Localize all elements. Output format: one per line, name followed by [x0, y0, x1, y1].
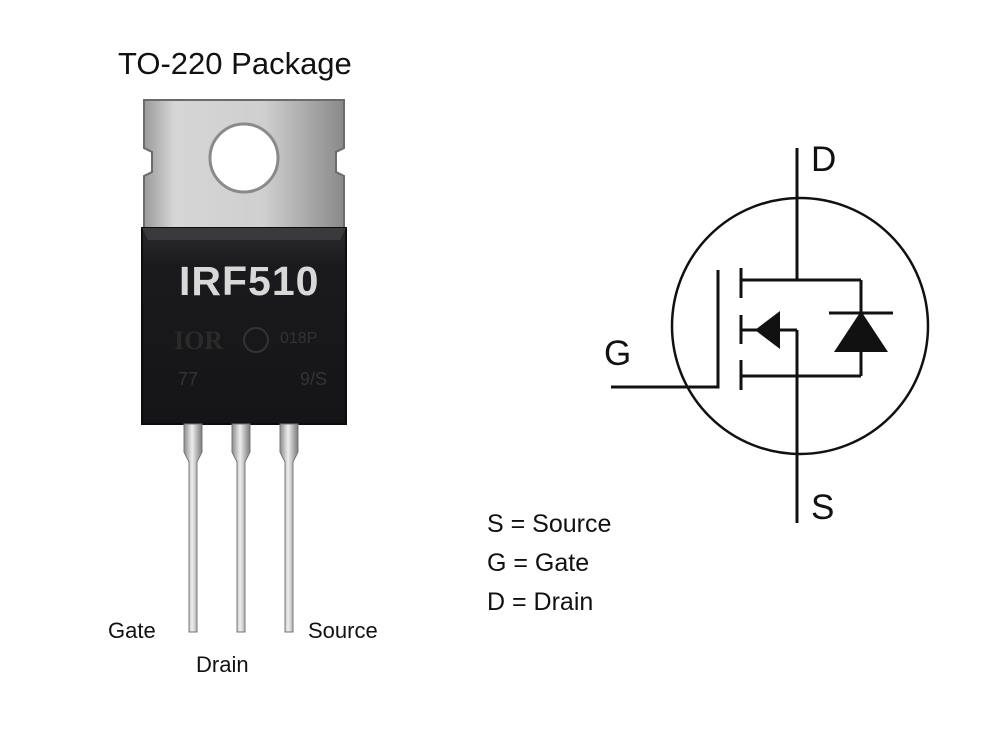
- lot-code-marking-2: 9/S: [300, 369, 328, 389]
- legend-item-source: S = Source: [487, 510, 612, 538]
- symbol-label-source: S: [811, 488, 835, 527]
- pin-label-source: Source: [308, 618, 378, 643]
- pin-label-gate: Gate: [108, 618, 156, 643]
- legend-item-drain: D = Drain: [487, 588, 594, 616]
- body-diode: [834, 311, 888, 352]
- mounting-hole: [208, 122, 280, 194]
- maker-logo-marking: IOR: [174, 326, 224, 355]
- mosfet-symbol: [611, 148, 930, 523]
- symbol-circle: [670, 196, 930, 456]
- gate-line: [611, 270, 720, 389]
- drain-lead: [231, 423, 251, 633]
- leads: [183, 423, 299, 633]
- package-title: TO-220 Package: [118, 46, 352, 81]
- pin-label-drain: Drain: [196, 652, 249, 677]
- gate-lead: [183, 423, 203, 633]
- lot-code-marking: 77: [178, 369, 199, 389]
- logo-circle-mark: [243, 327, 269, 353]
- body-arrow: [755, 311, 780, 349]
- source-lead: [279, 423, 299, 633]
- symbol-label-drain: D: [811, 140, 837, 179]
- symbol-label-gate: G: [604, 334, 632, 373]
- date-code-marking: 018P: [280, 330, 318, 347]
- legend-item-gate: G = Gate: [487, 549, 590, 577]
- part-number-marking: IRF510: [179, 258, 320, 304]
